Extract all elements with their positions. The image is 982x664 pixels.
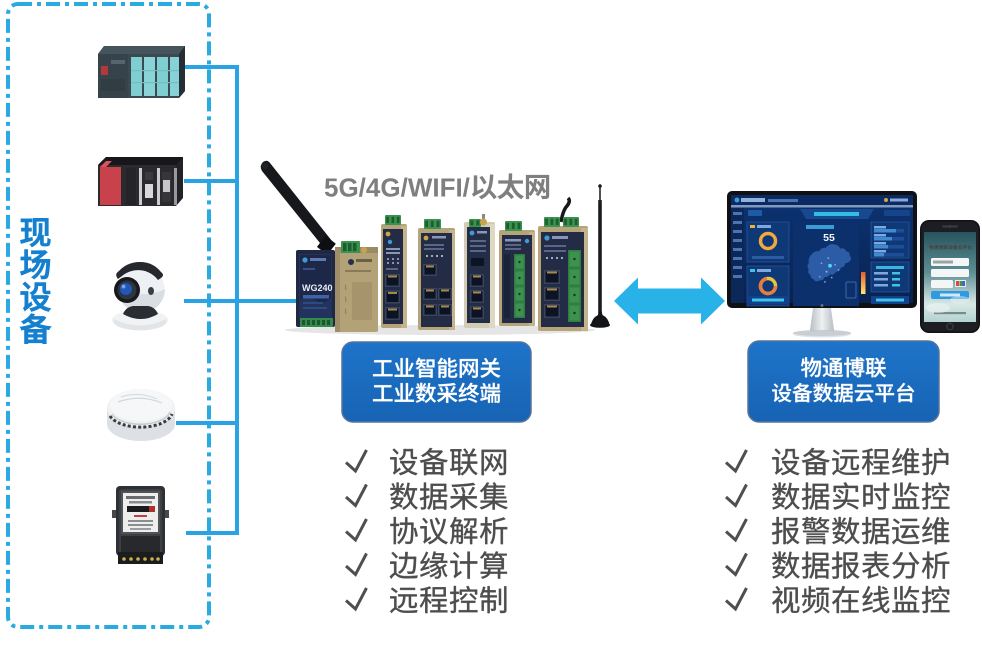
svg-text:5G/4G/WIFI/: 5G/4G/WIFI/ (324, 173, 470, 203)
svg-text:WG240: WG240 (302, 283, 333, 293)
svg-text:⌇: ⌇ (344, 296, 347, 304)
svg-text:⌇: ⌇ (344, 284, 347, 292)
svg-text:55: 55 (823, 232, 835, 244)
svg-text:⌇: ⌇ (344, 308, 347, 316)
